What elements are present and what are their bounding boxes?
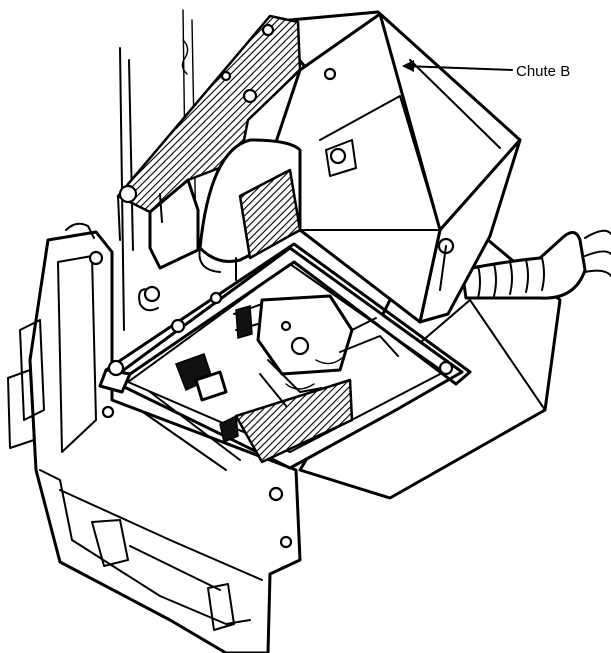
mounting-frame [7,222,302,653]
coin-gate [198,138,302,281]
chute-b-leader-line [403,65,513,71]
chute-flange [98,242,472,394]
wire-harness [460,229,611,300]
chute-b-label: Chute B [516,63,570,80]
chute-b-callout: Chute B [402,60,570,80]
sensor-block [233,294,399,407]
chute-b-arrowhead [402,60,414,72]
hatched-side-plate [116,14,302,270]
